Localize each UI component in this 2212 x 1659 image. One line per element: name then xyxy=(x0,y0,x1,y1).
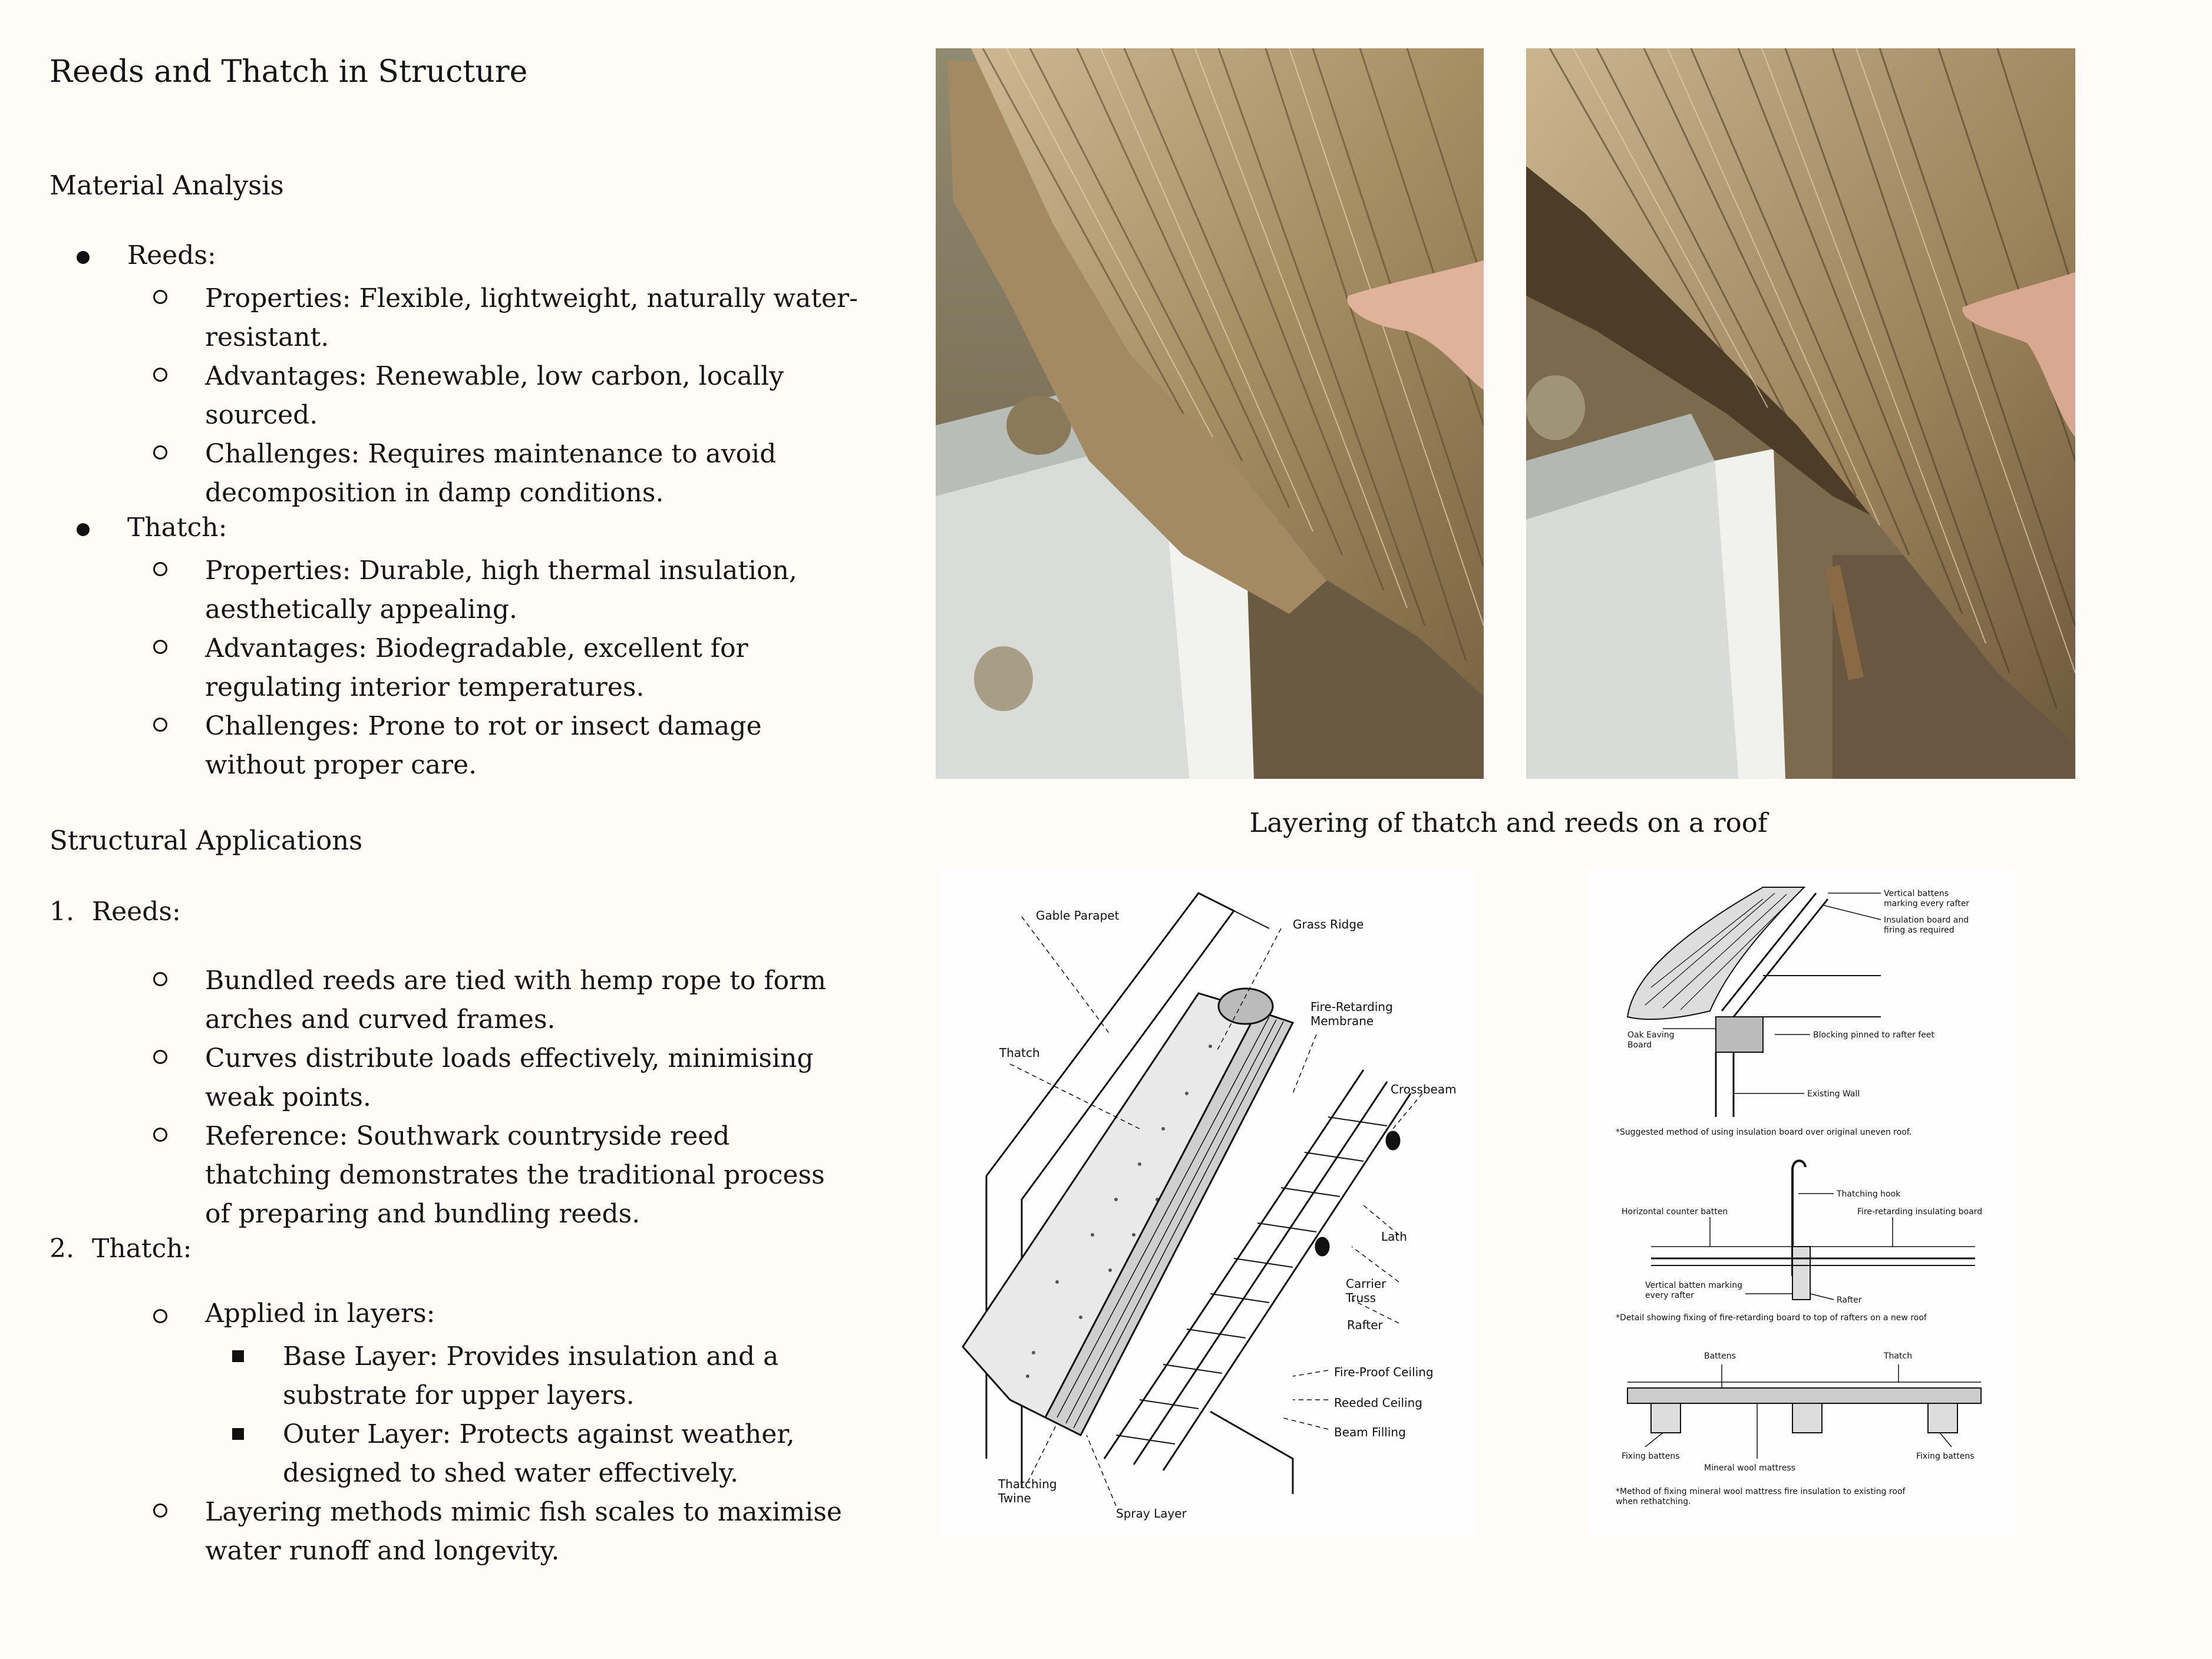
sa-thatch-outer-layer: Outer Layer: Protects against weather, d… xyxy=(283,1419,795,1488)
note-mineral-wool-method: *Method of fixing mineral wool mattress … xyxy=(1616,1487,1906,1506)
material-analysis-heading: Material Analysis xyxy=(49,170,284,201)
label-grass-ridge: Grass Ridge xyxy=(1293,917,1363,931)
label-rafter: Rafter xyxy=(1837,1296,1862,1305)
label-mineral-wool: Mineral wool mattress xyxy=(1704,1463,1795,1473)
label-fixing-battens-left: Fixing battens xyxy=(1622,1452,1680,1461)
bullet-ring xyxy=(153,562,167,576)
sa-reeds-item: Curves distribute loads effectively, min… xyxy=(205,1043,814,1112)
structural-applications-heading: Structural Applications xyxy=(49,825,363,856)
bullet-ring xyxy=(153,1050,167,1064)
bullet-ring xyxy=(153,290,167,304)
photo-caption: Layering of thatch and reeds on a roof xyxy=(1249,807,1768,838)
label-spray-layer: Spray Layer xyxy=(1116,1506,1187,1521)
reeds-challenges: Challenges: Requires maintenance to avoi… xyxy=(205,439,777,508)
note-detail-fixing: *Detail showing fixing of fire-retarding… xyxy=(1616,1313,1927,1323)
bullet-ring xyxy=(153,445,167,460)
bullet-ring xyxy=(153,1309,167,1323)
sa-reeds-item: Bundled reeds are tied with hemp rope to… xyxy=(205,966,826,1035)
label-reeded-ceiling: Reeded Ceiling xyxy=(1334,1396,1422,1410)
sa-thatch-label: Thatch: xyxy=(92,1234,192,1264)
reeds-label: Reeds: xyxy=(127,240,216,270)
sa-thatch-base-layer: Base Layer: Provides insulation and a su… xyxy=(283,1341,779,1410)
bullet-ring xyxy=(153,972,167,986)
bullet-dot xyxy=(77,523,90,536)
thatch-challenges: Challenges: Prone to rot or insect damag… xyxy=(205,711,762,780)
thatch-advantages: Advantages: Biodegradable, excellent for… xyxy=(205,633,748,702)
label-horizontal-counter-batten: Horizontal counter batten xyxy=(1622,1207,1728,1217)
thatch-photo-right xyxy=(1526,48,2075,779)
bullet-dot xyxy=(77,251,90,264)
list-number: 1. xyxy=(49,897,74,927)
sa-thatch-applied: Applied in layers: xyxy=(205,1298,435,1328)
bullet-ring xyxy=(153,718,167,732)
bullet-square xyxy=(232,1428,244,1440)
label-lath: Lath xyxy=(1381,1230,1407,1244)
label-fire-retarding-board: Fire-retarding insulating board xyxy=(1857,1207,1982,1217)
label-gable-parapet: Gable Parapet xyxy=(1036,908,1120,923)
note-suggested-method: *Suggested method of using insulation bo… xyxy=(1616,1128,1911,1137)
label-existing-wall: Existing Wall xyxy=(1807,1089,1860,1099)
bullet-ring xyxy=(153,640,167,654)
thatch-construction-diagram: Gable Parapet Grass Ridge Fire-Retarding… xyxy=(939,870,1477,1535)
thatch-properties: Properties: Durable, high thermal insula… xyxy=(205,556,797,624)
label-thatch: Thatch xyxy=(1883,1351,1912,1361)
label-thatching-hook: Thatching hook xyxy=(1836,1189,1901,1199)
reeds-advantages: Advantages: Renewable, low carbon, local… xyxy=(205,361,784,430)
bullet-ring xyxy=(153,368,167,382)
label-rafter: Rafter xyxy=(1347,1318,1384,1332)
page-title: Reeds and Thatch in Structure xyxy=(49,54,528,90)
label-thatch: Thatch xyxy=(999,1046,1040,1060)
reeds-properties: Properties: Flexible, lightweight, natur… xyxy=(205,283,858,352)
label-battens: Battens xyxy=(1704,1351,1736,1361)
label-fire-proof-ceiling: Fire-Proof Ceiling xyxy=(1334,1365,1434,1379)
sa-reeds-label: Reeds: xyxy=(92,897,181,927)
thatch-photo-left xyxy=(936,48,1484,779)
list-number: 2. xyxy=(49,1234,74,1264)
sa-reeds-item: Reference: Southwark countryside reed th… xyxy=(205,1121,825,1229)
thatch-label: Thatch: xyxy=(127,513,227,543)
label-crossbeam: Crossbeam xyxy=(1391,1082,1457,1096)
label-fixing-battens-right: Fixing battens xyxy=(1916,1452,1975,1461)
label-blocking: Blocking pinned to rafter feet xyxy=(1813,1030,1934,1040)
sa-thatch-layering: Layering methods mimic fish scales to ma… xyxy=(205,1497,842,1566)
bullet-square xyxy=(232,1350,244,1362)
label-beam-filling: Beam Filling xyxy=(1334,1425,1406,1439)
bullet-ring xyxy=(153,1128,167,1142)
bullet-ring xyxy=(153,1503,167,1518)
